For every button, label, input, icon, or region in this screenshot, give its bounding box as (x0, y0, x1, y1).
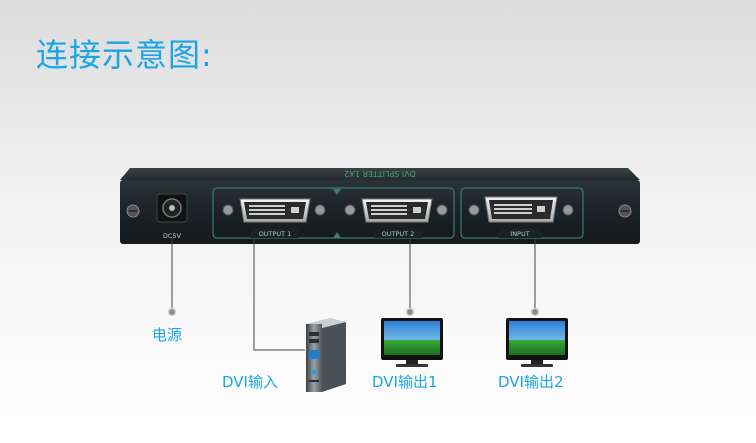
monitor-icon (381, 318, 443, 367)
input-line (253, 238, 305, 351)
dvi-connector-icon (222, 198, 326, 223)
device-lid (120, 168, 640, 180)
arrow-up-icon (333, 232, 341, 238)
computer-tower-icon (306, 318, 346, 392)
port-label-bg (499, 229, 541, 238)
port-label-output-1: OUTPUT 1 (259, 230, 292, 238)
connector-dots (167, 307, 540, 317)
dvi-connector-icon (344, 198, 448, 223)
device-top-inscription: DVI SPLITTER 1X2 (344, 169, 416, 178)
port-label-bg (251, 229, 299, 238)
dvi-connector-icon (468, 196, 574, 223)
dvi-input-callout-label: DVI输入 (222, 373, 278, 391)
diagram-title: 连接示意图: (36, 36, 213, 74)
connector-dot (405, 307, 415, 317)
dvi-output-2-callout-label: DVI输出2 (498, 373, 564, 391)
monitor-icon (506, 318, 568, 367)
connector-dot (167, 307, 177, 317)
port-label-input: INPUT (510, 230, 529, 238)
port-label-bg (374, 229, 422, 238)
screw-icon (126, 204, 140, 218)
port-label-output-2: OUTPUT 2 (382, 230, 415, 238)
dvi-splitter-device: DVI SPLITTER 1X2 DC5V (120, 168, 640, 244)
dvi-output-1-callout-label: DVI输出1 (372, 373, 438, 391)
power-port-label: DC5V (163, 232, 182, 240)
power-jack-icon (156, 193, 188, 223)
arrow-down-icon (333, 189, 341, 195)
screw-icon (618, 204, 632, 218)
connector-lines (171, 238, 536, 351)
connector-dot (530, 307, 540, 317)
power-callout-label: 电源 (152, 326, 183, 344)
